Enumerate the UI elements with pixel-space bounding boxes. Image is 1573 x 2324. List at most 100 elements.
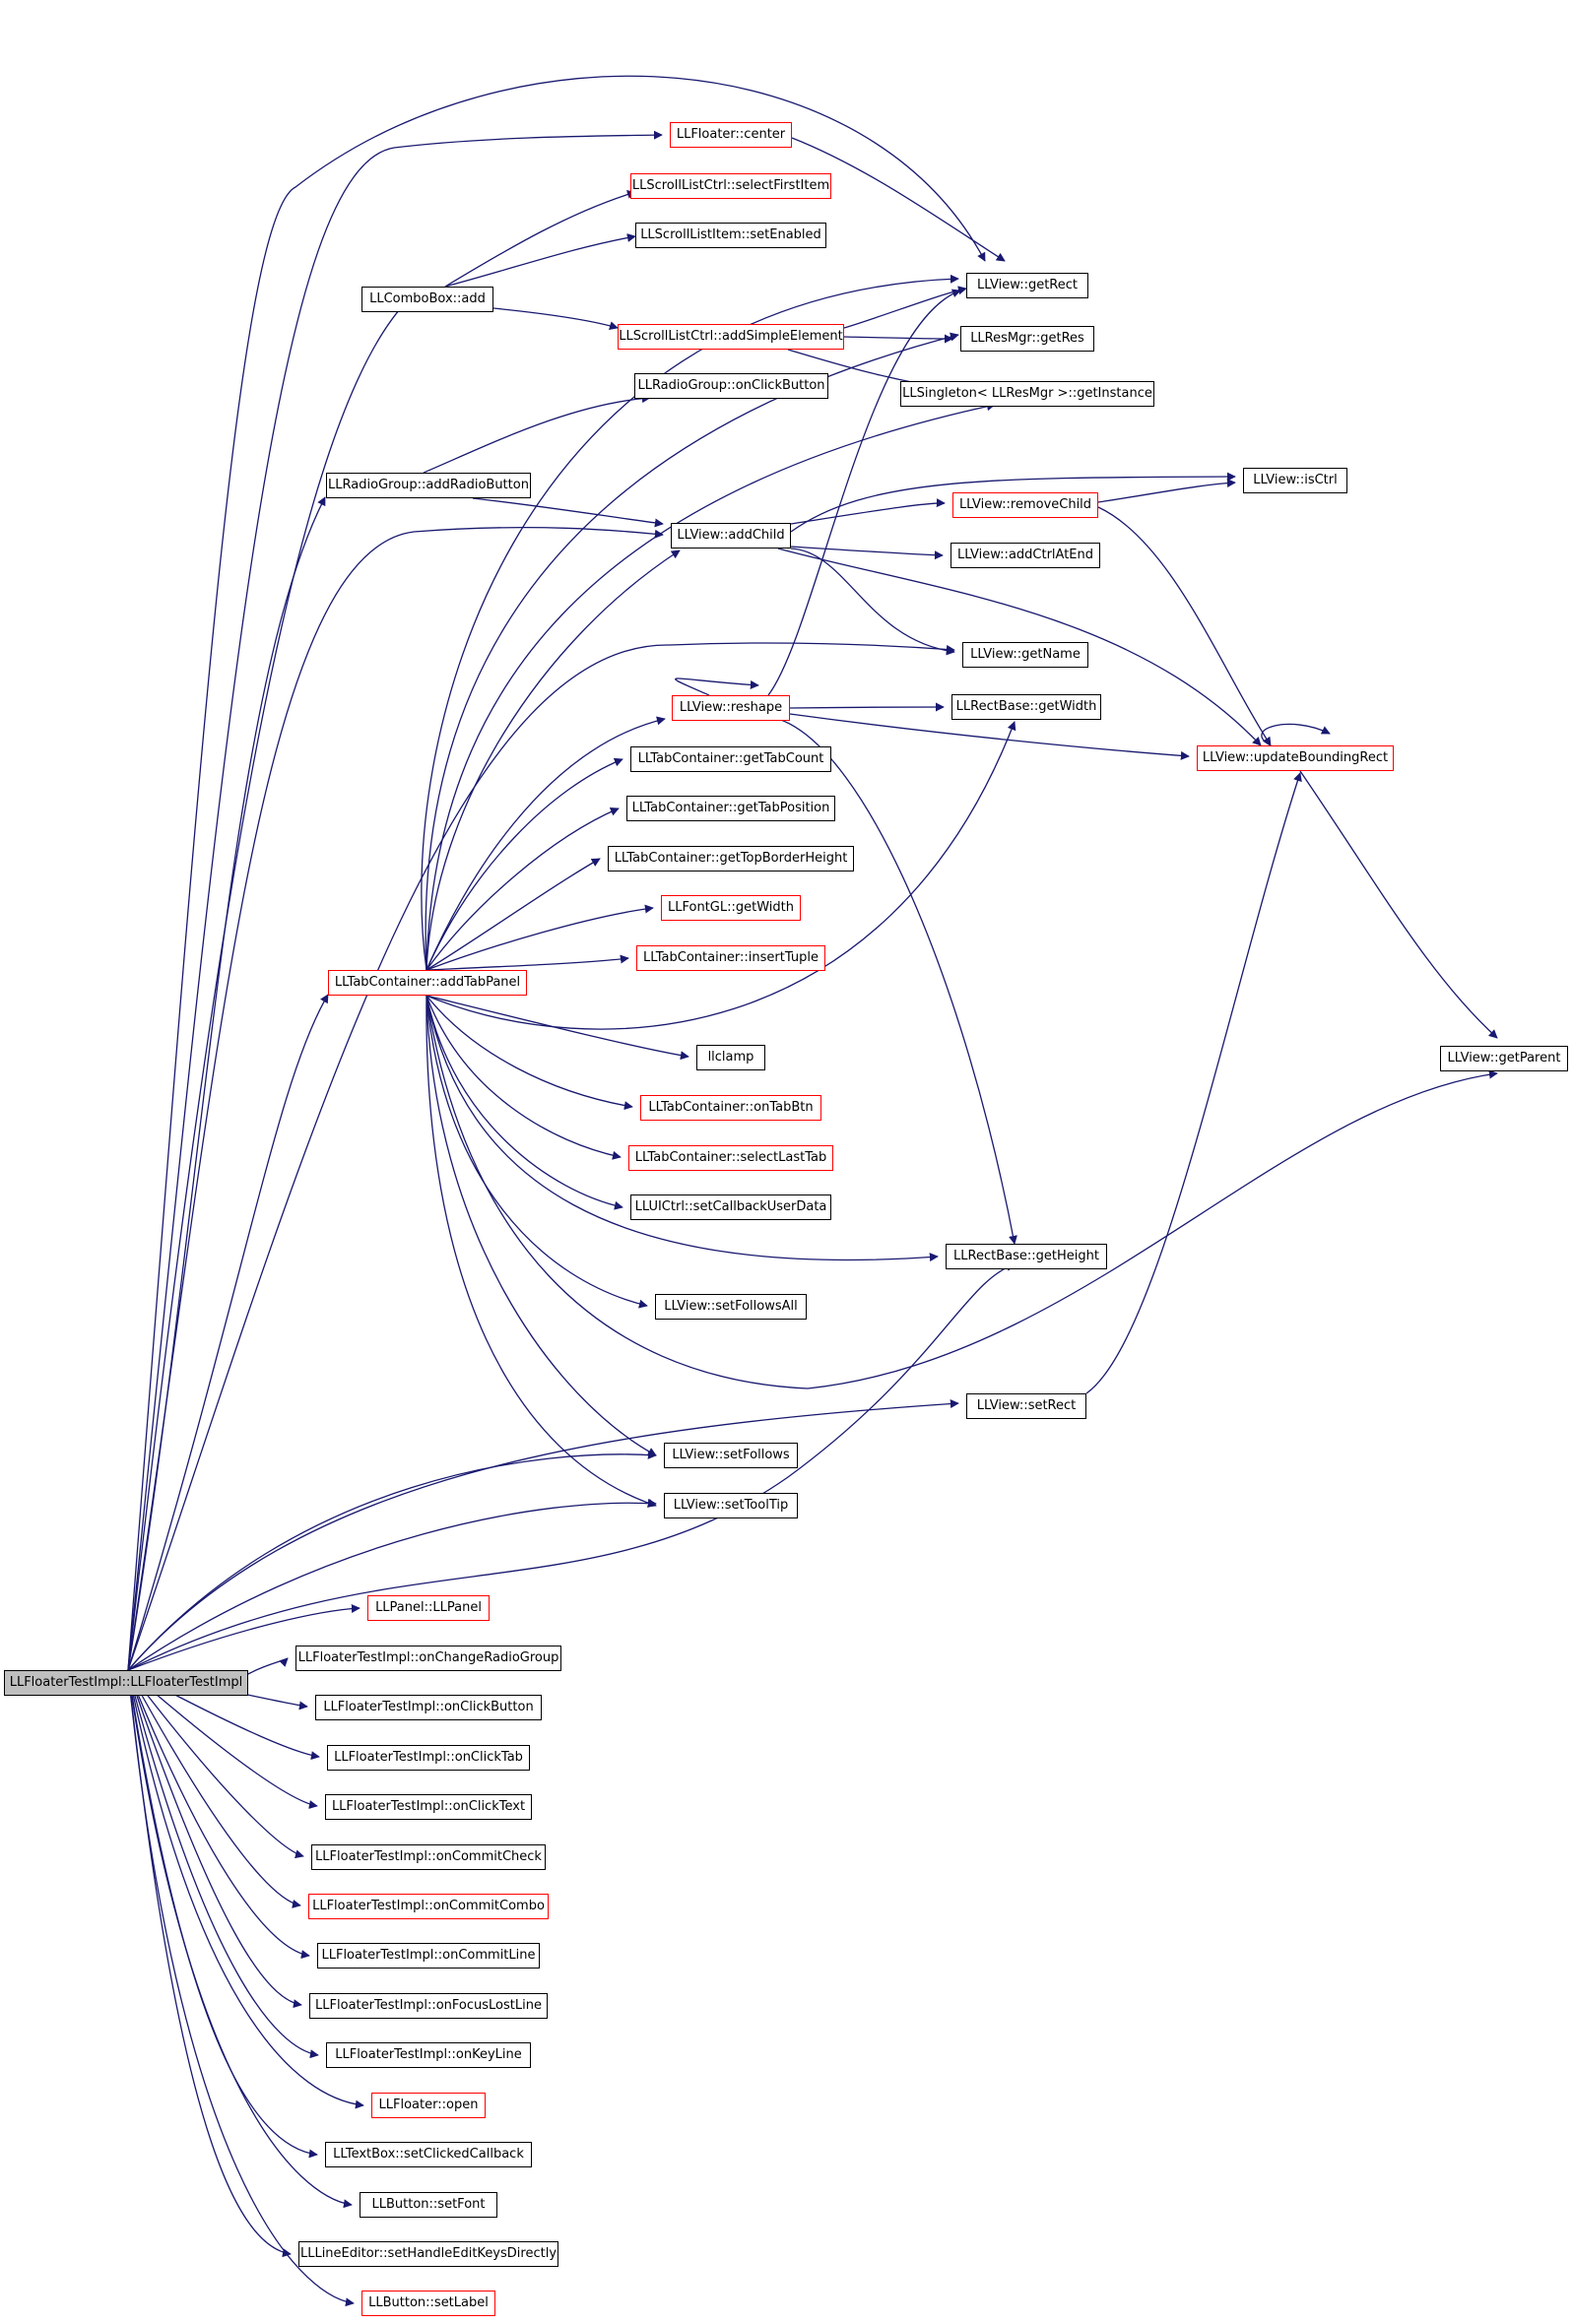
node-panel-llpanel[interactable]: LLPanel::LLPanel (367, 1595, 490, 1621)
call-edge (127, 1669, 301, 1908)
node-fontgl-getwidth[interactable]: LLFontGL::getWidth (661, 895, 801, 921)
node-impl-onfocuslost[interactable]: LLFloaterTestImpl::onFocusLostLine (309, 1993, 548, 2019)
node-view-setrect[interactable]: LLView::setRect (966, 1393, 1086, 1419)
node-tab-ontabbtn[interactable]: LLTabContainer::onTabBtn (640, 1095, 821, 1121)
call-edge (426, 716, 666, 971)
node-tab-gettabcount[interactable]: LLTabContainer::getTabCount (630, 746, 831, 772)
node-button-setlabel[interactable]: LLButton::setLabel (361, 2291, 495, 2316)
call-edge (426, 995, 633, 1111)
call-edge (790, 472, 1236, 533)
call-edge (789, 713, 1190, 760)
call-edge (426, 995, 622, 1160)
node-combobox-add[interactable]: LLComboBox::add (361, 287, 493, 312)
call-edge (127, 1399, 959, 1671)
call-edge (675, 678, 759, 696)
call-edge (127, 1669, 355, 2307)
node-resmgr-getres[interactable]: LLResMgr::getRes (960, 326, 1094, 352)
call-edge (127, 1669, 353, 2209)
call-edge (127, 130, 663, 1671)
node-llclamp[interactable]: llclamp (696, 1045, 765, 1070)
call-edge (423, 394, 651, 474)
call-edge (421, 274, 959, 971)
node-view-getname[interactable]: LLView::getName (962, 642, 1088, 668)
call-edge (472, 497, 664, 528)
call-edge (843, 334, 953, 344)
node-impl-onclicktab[interactable]: LLFloaterTestImpl::onClickTab (327, 1745, 530, 1771)
node-view-removechild[interactable]: LLView::removeChild (952, 492, 1098, 518)
call-edge (426, 995, 689, 1061)
call-edge (127, 1669, 364, 2109)
node-impl-oncommitcombo[interactable]: LLFloaterTestImpl::onCommitCombo (308, 1894, 549, 1919)
call-edge (767, 289, 961, 696)
call-edge (127, 994, 329, 1671)
node-view-getparent[interactable]: LLView::getParent (1440, 1046, 1568, 1071)
call-edge (426, 995, 939, 1262)
node-impl-oncommitcheck[interactable]: LLFloaterTestImpl::onCommitCheck (311, 1844, 546, 1870)
call-edge (127, 1450, 657, 1671)
call-edge (127, 496, 326, 1671)
call-edge (426, 757, 623, 971)
call-edge (790, 498, 946, 525)
node-view-addctrlatend[interactable]: LLView::addCtrlAtEnd (950, 543, 1100, 568)
node-lineeditor-sethandle[interactable]: LLLineEditor::setHandleEditKeysDirectly (298, 2241, 558, 2267)
node-impl-onchangeradio[interactable]: LLFloaterTestImpl::onChangeRadioGroup (295, 1646, 561, 1671)
call-edge (1299, 770, 1498, 1039)
node-tab-gettabposition[interactable]: LLTabContainer::getTabPosition (626, 796, 835, 821)
node-view-settooltip[interactable]: LLView::setToolTip (664, 1493, 798, 1518)
call-edge (426, 721, 1016, 1030)
call-edge (1097, 478, 1236, 503)
node-floater-open[interactable]: LLFloater::open (371, 2093, 486, 2118)
call-edge (789, 702, 945, 712)
node-floater-center[interactable]: LLFloater::center (670, 122, 792, 148)
node-button-setfont[interactable]: LLButton::setFont (360, 2192, 497, 2218)
node-radiogroup-onclick[interactable]: LLRadioGroup::onClickButton (634, 373, 828, 399)
call-edge (426, 995, 1498, 1389)
node-view-updatebounding[interactable]: LLView::updateBoundingRect (1197, 745, 1394, 771)
node-textbox-setclicked[interactable]: LLTextBox::setClickedCallback (325, 2142, 532, 2167)
node-view-addchild[interactable]: LLView::addChild (671, 523, 791, 549)
call-edge (426, 904, 654, 971)
call-edge (426, 858, 601, 971)
node-impl-onclicktext[interactable]: LLFloaterTestImpl::onClickText (325, 1794, 532, 1820)
call-edge (426, 995, 657, 1508)
node-view-isctrl[interactable]: LLView::isCtrl (1243, 468, 1347, 493)
node-tab-addtabpanel[interactable]: LLTabContainer::addTabPanel (328, 970, 527, 996)
node-tab-selectlast[interactable]: LLTabContainer::selectLastTab (628, 1145, 833, 1171)
node-impl-oncommitline[interactable]: LLFloaterTestImpl::onCommitLine (317, 1943, 540, 1969)
call-edge (791, 137, 1006, 262)
node-impl-onkeyline[interactable]: LLFloaterTestImpl::onKeyLine (326, 2042, 531, 2068)
node-rect-getheight[interactable]: LLRectBase::getHeight (946, 1244, 1107, 1269)
node-uictrl-setcallback[interactable]: LLUICtrl::setCallbackUserData (630, 1194, 831, 1220)
node-impl-onclickbutton[interactable]: LLFloaterTestImpl::onClickButton (315, 1695, 542, 1720)
node-view-setfollowsall[interactable]: LLView::setFollowsAll (655, 1294, 807, 1320)
call-edge (425, 332, 959, 971)
call-edge (843, 286, 967, 329)
node-rect-getwidth[interactable]: LLRectBase::getWidth (951, 694, 1101, 720)
call-edge (426, 402, 996, 971)
call-edge (777, 548, 1262, 746)
node-scrollitem-setenabled[interactable]: LLScrollListItem::setEnabled (635, 223, 826, 248)
call-edge (127, 1603, 360, 1671)
call-edge (426, 807, 620, 971)
call-edge (426, 995, 657, 1456)
node-radiogroup-addradio[interactable]: LLRadioGroup::addRadioButton (326, 473, 531, 498)
node-scroll-addsimple[interactable]: LLScrollListCtrl::addSimpleElement (618, 324, 844, 350)
call-edge (127, 527, 664, 1671)
call-edge (1097, 506, 1272, 746)
node-root[interactable]: LLFloaterTestImpl::LLFloaterTestImpl (4, 1670, 248, 1696)
call-edge (790, 546, 944, 560)
node-view-reshape[interactable]: LLView::reshape (672, 695, 790, 721)
node-scroll-selectfirst[interactable]: LLScrollListCtrl::selectFirstItem (630, 173, 831, 199)
call-edge (790, 548, 955, 656)
call-edge (127, 642, 955, 1671)
node-view-setfollows[interactable]: LLView::setFollows (664, 1443, 798, 1468)
node-tab-inserttuple[interactable]: LLTabContainer::insertTuple (636, 945, 825, 971)
call-edge (444, 190, 636, 288)
node-tab-gettopborder[interactable]: LLTabContainer::getTopBorderHeight (608, 846, 854, 872)
call-edge (426, 995, 648, 1309)
node-singleton-getinstance[interactable]: LLSingleton< LLResMgr >::getInstance (900, 381, 1154, 407)
node-view-getrect[interactable]: LLView::getRect (966, 273, 1088, 298)
call-edge (1261, 723, 1331, 746)
call-edge (492, 307, 619, 331)
call-edge (777, 718, 1017, 1245)
